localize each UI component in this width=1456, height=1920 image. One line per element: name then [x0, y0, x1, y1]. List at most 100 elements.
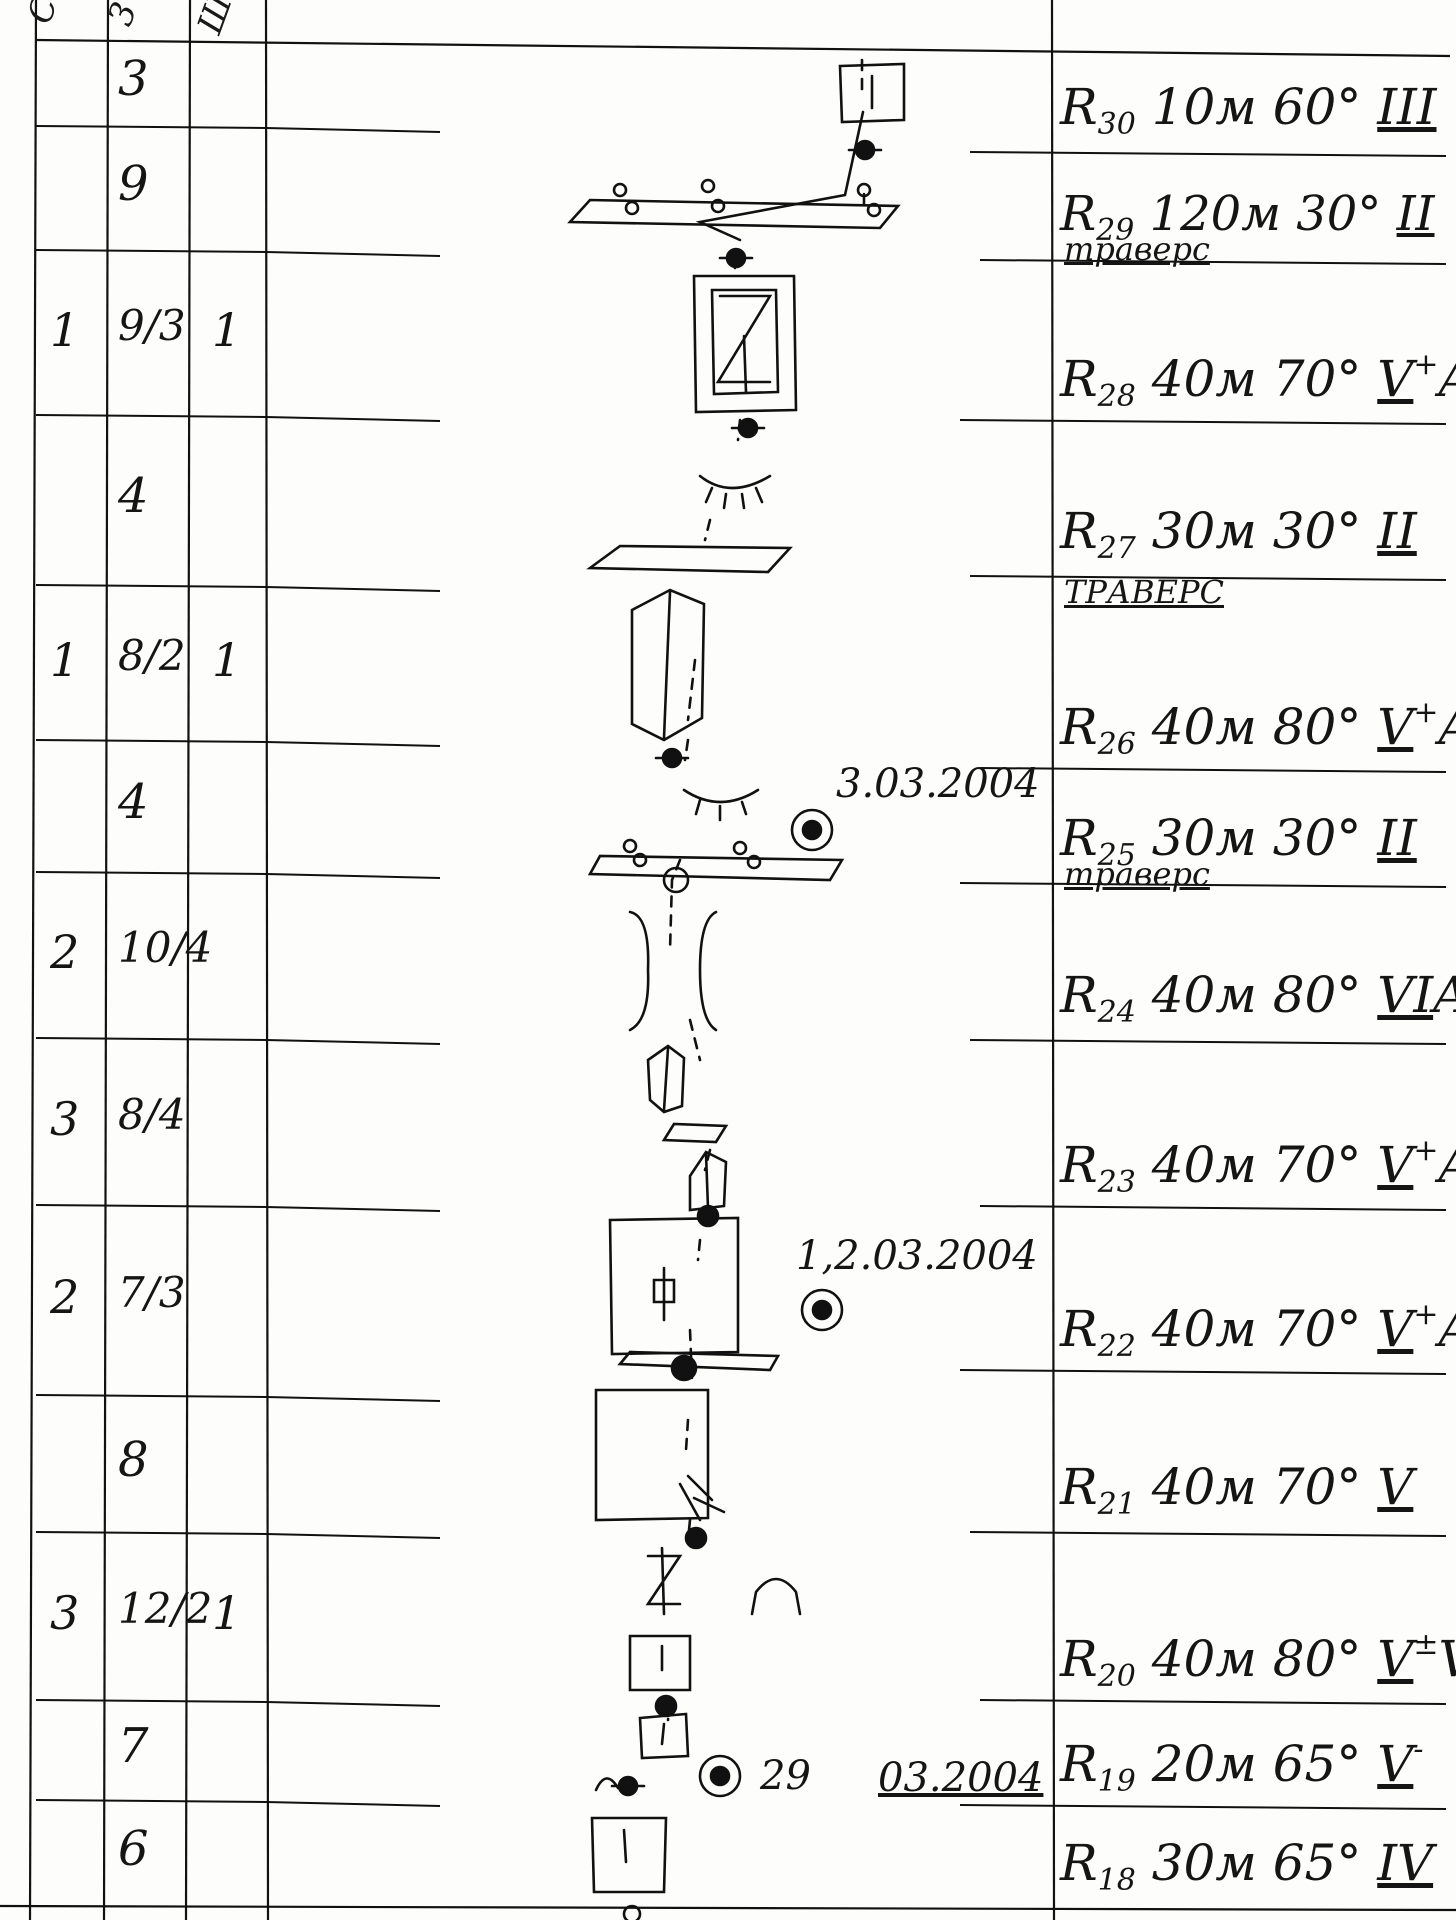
row-separator-left	[35, 1394, 267, 1398]
route-index: 23	[1097, 1165, 1136, 1200]
row-separator-route	[265, 416, 441, 422]
column-divider-2	[184, 0, 192, 1920]
cell-difficulty: 12/2	[118, 1584, 213, 1633]
column-divider-1	[102, 0, 110, 1920]
route-index: 18	[1097, 1863, 1136, 1898]
route-length: 10м	[1135, 78, 1257, 136]
cell-difficulty: 7	[118, 1718, 149, 1774]
row-separator-description	[979, 259, 1447, 265]
block-icon	[628, 1634, 692, 1692]
cell-difficulty: 4	[118, 468, 149, 524]
cell-difficulty: 7/3	[118, 1268, 186, 1317]
route-length: 40м	[1135, 966, 1257, 1024]
row-separator-left	[35, 1699, 267, 1703]
dihedral-icon	[630, 588, 706, 742]
route-angle: 80°	[1256, 966, 1378, 1024]
ledge-icon	[587, 854, 845, 882]
row-separator-left	[35, 739, 267, 743]
route-index: 29	[1096, 213, 1135, 248]
route-label: R	[1060, 1834, 1098, 1892]
chimney-walls-icon	[628, 910, 718, 1032]
route-angle: 30°	[1256, 502, 1378, 560]
belay-station-icon	[662, 866, 690, 894]
table-bottom-border	[0, 1904, 1456, 1912]
row-separator-left	[35, 125, 267, 129]
row-separator-left	[35, 1204, 267, 1208]
row-separator-description	[969, 575, 1447, 581]
route-index: 24	[1097, 995, 1136, 1030]
route-label: R	[1060, 186, 1097, 242]
route-description-r22: R22 40м 70° V+A₁	[1060, 1300, 1456, 1362]
belay-station-icon	[670, 1354, 698, 1382]
cell-category: 2	[50, 1270, 80, 1324]
route-aid-grade: A₂	[1439, 1136, 1456, 1194]
route-angle: 65°	[1256, 1735, 1378, 1793]
route-grade-modifier: +	[1413, 1297, 1439, 1332]
stone-icon	[732, 840, 748, 856]
route-label: R	[1060, 1735, 1098, 1793]
date-annotation-middle: 1,2.03.2004	[796, 1233, 1038, 1279]
crack-icon	[645, 1546, 683, 1616]
row-separator-description	[979, 1699, 1447, 1705]
route-index: 30	[1097, 107, 1136, 142]
route-length: 30м	[1135, 1834, 1257, 1892]
route-grade: VI	[1377, 966, 1434, 1024]
ledge-icon	[567, 198, 901, 230]
slab-icon	[661, 1122, 729, 1144]
row-separator-description	[959, 1369, 1447, 1375]
stone-icon	[624, 200, 640, 216]
stone-icon	[632, 852, 648, 868]
row-separator-description	[969, 151, 1447, 157]
route-label: R	[1060, 350, 1098, 408]
row-separator-description	[959, 1804, 1447, 1810]
route-label: R	[1060, 1630, 1098, 1688]
row-separator-route	[265, 1396, 441, 1402]
route-angle: 80°	[1256, 1630, 1378, 1688]
route-description-r28: R28 40м 70° V+A₁	[1060, 350, 1456, 412]
route-note-traverse: траверс	[1064, 855, 1210, 893]
route-label: R	[1060, 698, 1098, 756]
row-separator-route	[265, 1206, 441, 1212]
cell-difficulty: 9	[118, 156, 149, 212]
row-separator-description	[979, 1205, 1447, 1211]
route-length: 40м	[1135, 1136, 1257, 1194]
cell-category: 1	[50, 632, 80, 687]
arch-icon	[594, 1777, 620, 1792]
cell-difficulty: 6	[118, 1821, 149, 1877]
route-angle: 30°	[1256, 809, 1378, 867]
row-separator-route	[265, 1801, 441, 1807]
route-grade: V	[1377, 350, 1414, 408]
route-description-r20: R20 40м 80° V±VIA₁	[1060, 1630, 1456, 1692]
row-separator-route	[265, 741, 441, 747]
cell-difficulty: 9/3	[118, 300, 186, 350]
route-note-traverse: траверс	[1064, 230, 1210, 268]
route-index: 28	[1097, 379, 1136, 414]
route-description-r18: R18 30м 65° IV	[1060, 1838, 1433, 1896]
route-grade: V	[1377, 1136, 1414, 1194]
row-separator-left	[35, 249, 267, 253]
route-description-r23: R23 40м 70° V+A₂	[1060, 1136, 1456, 1198]
bivouac-icon	[698, 1754, 742, 1798]
route-index: 25	[1097, 838, 1136, 873]
cell-count: 1	[212, 1586, 242, 1640]
route-length: 40м	[1135, 698, 1257, 756]
crack-icon	[715, 294, 773, 394]
bivouac-center-icon	[811, 1299, 833, 1321]
row-separator-left	[35, 1799, 267, 1803]
route-length: 40м	[1135, 1300, 1257, 1358]
row-separator-description	[959, 419, 1447, 425]
cell-difficulty: 3	[118, 51, 149, 107]
row-separator-description	[969, 1531, 1447, 1537]
row-separators	[35, 125, 1447, 1810]
row-separator-route	[265, 251, 441, 257]
row-separator-left	[35, 414, 267, 418]
piton-icon	[652, 1266, 676, 1322]
route-index: 19	[1097, 1764, 1136, 1799]
route-grade: V	[1377, 1458, 1414, 1516]
table-left-border	[28, 0, 38, 1920]
column-divider-3	[264, 0, 270, 1920]
route-length: 30м	[1135, 809, 1257, 867]
